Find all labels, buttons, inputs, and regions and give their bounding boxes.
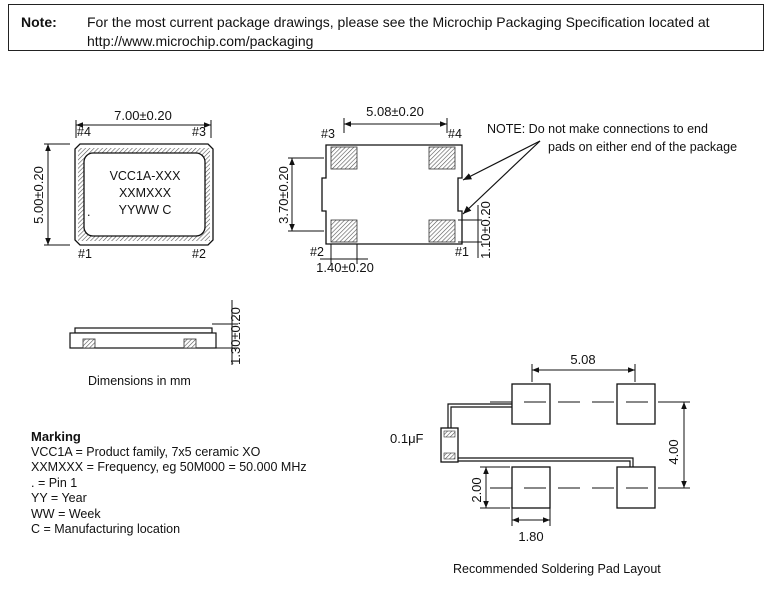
soldering-caption: Recommended Soldering Pad Layout [453, 562, 661, 576]
capacitor-label: 0.1μF [390, 431, 424, 446]
note-text-line1: For the most current package drawings, p… [87, 14, 710, 30]
note-box: Note: For the most current package drawi… [8, 4, 764, 51]
solder-pad-bottom-left [511, 466, 551, 509]
marking-title: Marking [31, 429, 81, 444]
solder-pad-top-left [511, 383, 551, 425]
top-package-lid [83, 152, 206, 237]
marking-line: YY = Year [31, 491, 87, 505]
bottom-pad-1 [428, 219, 456, 243]
marking-line: XXMXXX = Frequency, eg 50M000 = 50.000 M… [31, 460, 307, 474]
side-pad-right [183, 338, 197, 349]
bottom-view: 5.08±0.20 #3 #4 #2 #1 3.70±0.20 1.40±0.2… [276, 104, 737, 275]
top-pin1-label: #1 [78, 247, 92, 261]
bottom-pad-height-dim-label: 1.10±0.20 [478, 201, 493, 259]
top-pin2-label: #2 [192, 247, 206, 261]
solder-pad-height-dim-label: 2.00 [469, 477, 484, 502]
note-arrow-upper [462, 140, 541, 181]
note-text-line2: http://www.microchip.com/packaging [87, 33, 314, 49]
note-arrow-lower [462, 140, 541, 215]
marking-line: . = Pin 1 [31, 475, 78, 490]
top-height-dim-label: 5.00±0.20 [31, 166, 46, 224]
note-label: Note: [21, 14, 57, 30]
side-pad-left [82, 338, 96, 349]
marking-line: WW = Week [31, 506, 101, 521]
bottom-pin3-label: #3 [321, 127, 335, 141]
side-height-dim-label: 1.30±0.20 [228, 307, 243, 365]
top-marking-line1: VCC1A-XXX [110, 169, 182, 183]
bottom-pitch-dim-label: 5.08±0.20 [366, 104, 424, 119]
marking-line: C = Manufacturing location [31, 522, 181, 536]
top-view: 7.00±0.20 5.00±0.20 #4 #3 #1 #2 VCC1A-XX… [31, 108, 214, 261]
top-marking-line3: YYWW C [119, 203, 172, 217]
bottom-pad-2 [330, 219, 358, 243]
bottom-pin4-label: #4 [448, 127, 462, 141]
end-pad-note-line1: NOTE: Do not make connections to end [487, 122, 708, 136]
side-view: 1.30±0.20 [69, 300, 243, 365]
top-marking-line2: XXMXXX [119, 186, 172, 200]
top-pin3-label: #3 [192, 125, 206, 139]
bottom-pin2-label: #2 [310, 245, 324, 259]
bottom-pin1-label: #1 [455, 245, 469, 259]
bottom-pad-4 [428, 146, 456, 170]
top-pin4-label: #4 [77, 125, 91, 139]
pin1-dot: . [87, 205, 90, 219]
marking-line: VCC1A = Product family, 7x5 ceramic XO [31, 444, 261, 459]
soldering-layout: 5.08 0.1μF 4.00 2.00 1.80 [390, 352, 690, 544]
bottom-package-outline [321, 144, 463, 245]
solder-height-dim-label: 4.00 [666, 439, 681, 464]
bottom-height-dim-label: 3.70±0.20 [276, 166, 291, 224]
bottom-pad-width-dim-label: 1.40±0.20 [316, 260, 374, 275]
solder-pad-bottom-right [616, 466, 656, 509]
bottom-pad-3 [330, 146, 358, 170]
end-pad-note-line2: pads on either end of the package [548, 140, 737, 154]
top-width-dim-label: 7.00±0.20 [114, 108, 172, 123]
side-package-body [69, 332, 217, 349]
solder-pad-top-right [616, 383, 656, 425]
solder-pitch-dim-label: 5.08 [570, 352, 595, 367]
marking-legend: Marking VCC1A = Product family, 7x5 cera… [31, 429, 307, 538]
dimensions-caption: Dimensions in mm [88, 374, 191, 388]
solder-pad-width-dim-label: 1.80 [518, 529, 543, 544]
